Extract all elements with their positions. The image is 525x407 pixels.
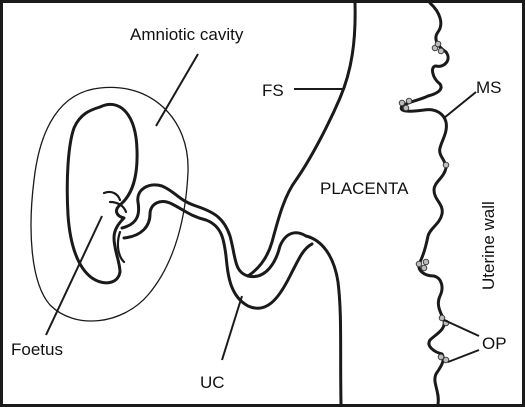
foetus-leader — [46, 216, 102, 335]
op-leader-lower — [448, 350, 479, 362]
foetus-label: Foetus — [11, 340, 63, 359]
fs-label: FS — [262, 81, 284, 100]
amniotic-cavity-label: Amniotic cavity — [130, 25, 244, 44]
umbilical-cord — [122, 185, 306, 277]
ms-label: MS — [476, 78, 502, 97]
uc-label: UC — [200, 373, 225, 392]
foetal-surface-lower — [306, 236, 341, 404]
foetus-outline — [67, 104, 137, 282]
op-leader-upper — [444, 320, 479, 336]
uc-leader — [222, 296, 242, 360]
uterine-wall-label: Uterine wall — [479, 201, 498, 290]
amniotic-cavity-leader — [156, 54, 198, 126]
op-label: OP — [482, 334, 507, 353]
ms-leader — [444, 92, 476, 118]
amniotic-sac-outline — [31, 87, 188, 321]
maternal-surface-line — [401, 3, 448, 404]
placenta-label: PLACENTA — [320, 179, 409, 198]
